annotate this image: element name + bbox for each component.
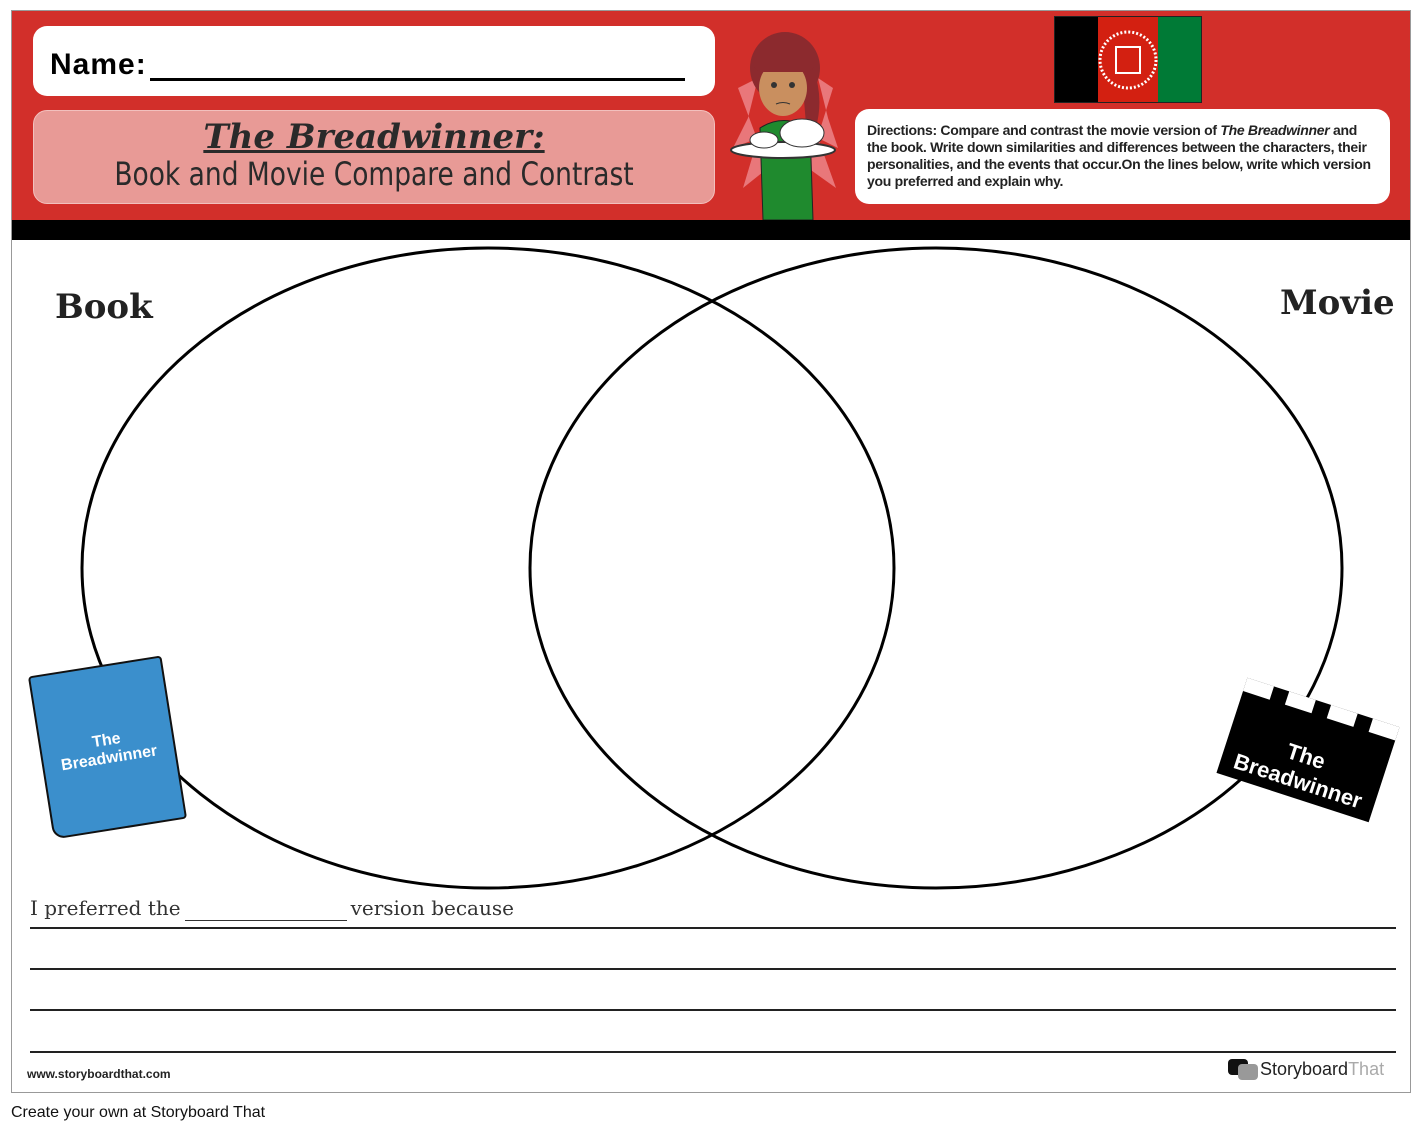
character-illustration xyxy=(730,32,838,220)
preference-suffix: version because xyxy=(350,896,514,920)
title-book: The Breadwinner: xyxy=(203,117,545,157)
writing-line[interactable] xyxy=(30,1051,1396,1053)
preference-blank[interactable] xyxy=(184,896,347,921)
name-box xyxy=(33,26,715,96)
title-subtitle: Book and Movie Compare and Contrast xyxy=(114,155,634,193)
book-label: Book xyxy=(55,287,153,327)
name-label: Name: xyxy=(50,48,147,81)
directions-text: Directions: Compare and contrast the mov… xyxy=(867,122,1221,138)
writing-line[interactable] xyxy=(30,968,1396,970)
speech-bubble-icon xyxy=(1228,1059,1258,1080)
footer-url[interactable]: www.storyboardthat.com xyxy=(27,1067,171,1081)
venn-book-circle[interactable] xyxy=(80,246,896,890)
book-illustration: The Breadwinner xyxy=(27,655,188,840)
title-box: The Breadwinner: Book and Movie Compare … xyxy=(33,110,715,204)
brand-light: That xyxy=(1348,1058,1385,1079)
name-input-line[interactable] xyxy=(150,78,685,81)
preference-prefix: I preferred the xyxy=(30,896,181,920)
venn-movie-circle[interactable] xyxy=(528,246,1344,890)
writing-line[interactable] xyxy=(30,927,1396,929)
directions-text-rest: and the book. Write down similarities an… xyxy=(867,122,1371,189)
header-divider xyxy=(12,220,1410,240)
afghanistan-flag xyxy=(1054,16,1202,103)
brand-bold: Storyboard xyxy=(1260,1058,1349,1079)
writing-line[interactable] xyxy=(30,1009,1396,1011)
directions-box: Directions: Compare and contrast the mov… xyxy=(855,109,1390,204)
preference-prompt: I preferred the version because xyxy=(30,896,514,921)
movie-label: Movie xyxy=(1280,283,1395,323)
directions-title: The Breadwinner xyxy=(1220,122,1330,138)
worksheet-frame xyxy=(11,10,1411,1093)
footer-caption[interactable]: Create your own at Storyboard That xyxy=(11,1104,266,1121)
